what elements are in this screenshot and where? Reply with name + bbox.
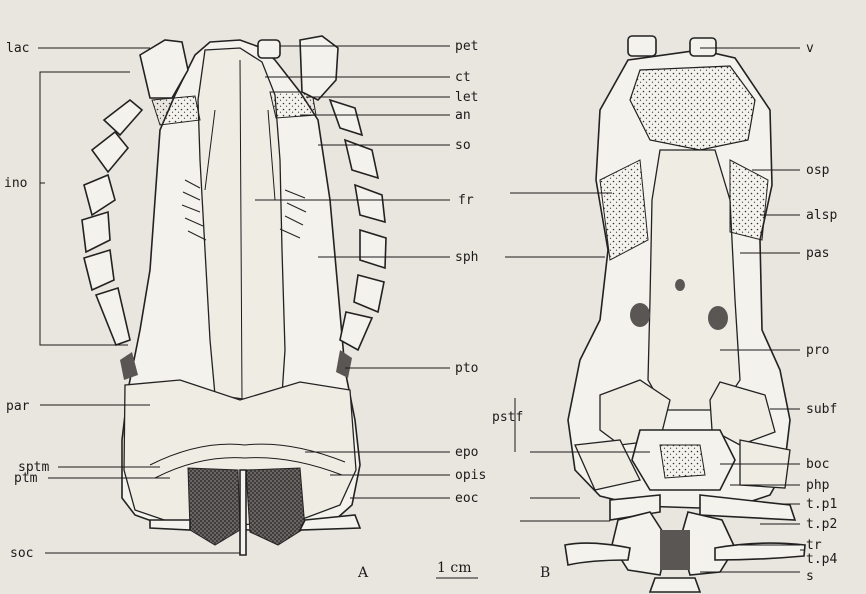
label-pto: pto: [455, 361, 478, 376]
label-pstf: pstf: [492, 410, 523, 425]
label-pet: pet: [455, 39, 478, 54]
label-t-p1: t.p1: [806, 497, 837, 512]
label-lac: lac: [6, 41, 29, 56]
label-osp: osp: [806, 163, 830, 178]
label-let: let: [455, 90, 478, 105]
label-so: so: [455, 138, 471, 153]
label-eoc: eoc: [455, 491, 478, 506]
label-t-p2: t.p2: [806, 517, 837, 532]
label-pro: pro: [806, 343, 829, 358]
labels-panel-a-right: pet ct let an so fr sph pto epo opis eoc…: [455, 39, 523, 506]
panel-a-label: A: [357, 565, 369, 581]
labels-panel-b-right: v osp alsp pas pro subf boc php t.p1 t.p…: [806, 41, 837, 584]
panel-b-label: B: [540, 565, 550, 581]
labels-panel-a-left: lac ino par sptm ptm soc: [4, 41, 49, 561]
label-ct: ct: [455, 70, 471, 85]
panel-a-skull: [82, 36, 386, 555]
label-sph: sph: [455, 250, 478, 265]
label-php: php: [806, 478, 830, 493]
label-pas: pas: [806, 246, 829, 261]
label-soc: soc: [10, 546, 33, 561]
label-t-p4: t.p4: [806, 552, 837, 567]
label-alsp: alsp: [806, 208, 837, 223]
panel-b-skull: [565, 36, 805, 592]
label-ino: ino: [4, 176, 27, 191]
label-subf: subf: [806, 402, 837, 417]
label-opis: opis: [455, 468, 486, 483]
label-epo: epo: [455, 445, 478, 460]
label-s: s: [806, 569, 814, 584]
label-tr: tr: [806, 538, 822, 553]
label-ptm: ptm: [14, 471, 38, 486]
scale-bar-label: 1 cm: [437, 560, 471, 576]
label-boc: boc: [806, 457, 829, 472]
label-par: par: [6, 399, 30, 414]
label-fr: fr: [458, 193, 474, 208]
label-an: an: [455, 108, 471, 123]
label-v: v: [806, 41, 814, 56]
